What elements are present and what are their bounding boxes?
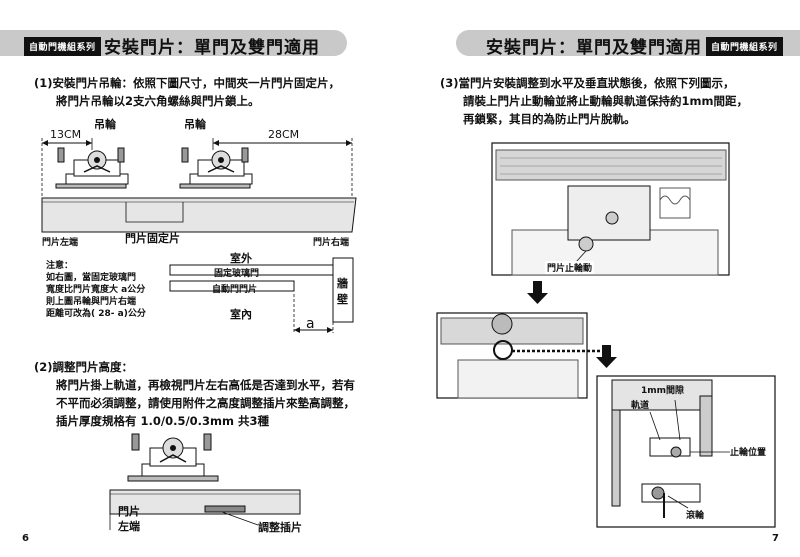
fig1-door-left-end: 門片左端 <box>42 238 79 248</box>
fig3-shim-label: 調整插片 <box>258 521 302 534</box>
fig1-fixing-plate: 門片固定片 <box>125 232 180 245</box>
fig1-door-right-end: 門片右端 <box>313 238 350 248</box>
left-page-title: 安裝門片：單門及雙門適用 <box>104 38 320 58</box>
hanger-wheel-1 <box>55 147 129 189</box>
fig1-dim-28cm: 28CM <box>268 128 300 141</box>
fig2-indoor: 室內 <box>230 308 252 321</box>
fig1-wheel-label-2: 吊輪 <box>184 118 206 131</box>
fig2-wall-2: 壁 <box>337 293 348 306</box>
hanger-wheel-3 <box>127 433 219 482</box>
left-series-badge: 自動門機組系列 <box>24 37 101 56</box>
fig2-wall-1: 牆 <box>337 277 348 290</box>
right-series-badge: 自動門機組系列 <box>706 37 783 56</box>
step3-line3: 再鎖緊，其目的為防止門片脫軌。 <box>463 112 636 126</box>
step2-line1: (2)調整門片高度： <box>34 360 134 374</box>
fig1-dim-13cm: 13CM <box>50 128 82 141</box>
step2-line4: 插片厚度規格有 1.0/0.5/0.3mm 共3種 <box>56 414 269 428</box>
step1-line2: 將門片吊輪以2支六角螺絲與門片鎖上。 <box>56 94 260 108</box>
fig2-fixed-glass: 固定玻璃門 <box>214 269 260 279</box>
fig2-a-label: a <box>306 316 315 332</box>
fig3-door-left-1: 門片 <box>118 505 140 518</box>
left-page-number: 6 <box>22 533 29 544</box>
fig5-gap-label: 1mm間隙 <box>641 386 685 396</box>
fig5-roller-label: 滾輪 <box>686 511 705 521</box>
fig2-outdoor: 室外 <box>230 252 252 265</box>
step2-line2: 將門片掛上軌道，再檢視門片左右高低是否達到水平，若有 <box>56 378 355 392</box>
note-line-4: 距離可改為( 28- a)公分 <box>46 309 146 319</box>
step3-line2: 請裝上門片止動輪並將止動輪與軌道保持約1mm間距， <box>463 94 748 108</box>
right-page-number: 7 <box>772 533 779 544</box>
fig5-stop-position-label: 止輪位置 <box>730 448 767 458</box>
fig1-wheel-label-1: 吊輪 <box>94 118 116 131</box>
fig4-stop-wheel-label: 門片止輪動 <box>545 261 595 274</box>
hanger-wheel-2 <box>179 147 253 189</box>
fig3-door-left-2: 左端 <box>118 520 140 533</box>
note-line-1: 如右圖，當固定玻璃門 <box>46 273 137 283</box>
note-line-2: 寬度比門片寬度大 a公分 <box>46 285 146 295</box>
fig5-track-label: 軌道 <box>631 401 650 411</box>
note-line-0: 注意： <box>46 261 74 271</box>
step1-line1: (1)安裝門片吊輪：依照下圖尺寸，中間夾一片門片固定片， <box>34 76 341 90</box>
note-line-3: 則上圖吊輪與門片右端 <box>46 297 137 307</box>
step2-line3: 不平而必須調整，請使用附件之高度調整插片來墊高調整， <box>56 396 355 410</box>
step3-line1: (3)當門片安裝調整到水平及垂直狀態後，依照下列圖示， <box>440 76 735 90</box>
fig2-auto-door: 自動門門片 <box>212 285 258 295</box>
right-page-title: 安裝門片：單門及雙門適用 <box>486 38 702 58</box>
